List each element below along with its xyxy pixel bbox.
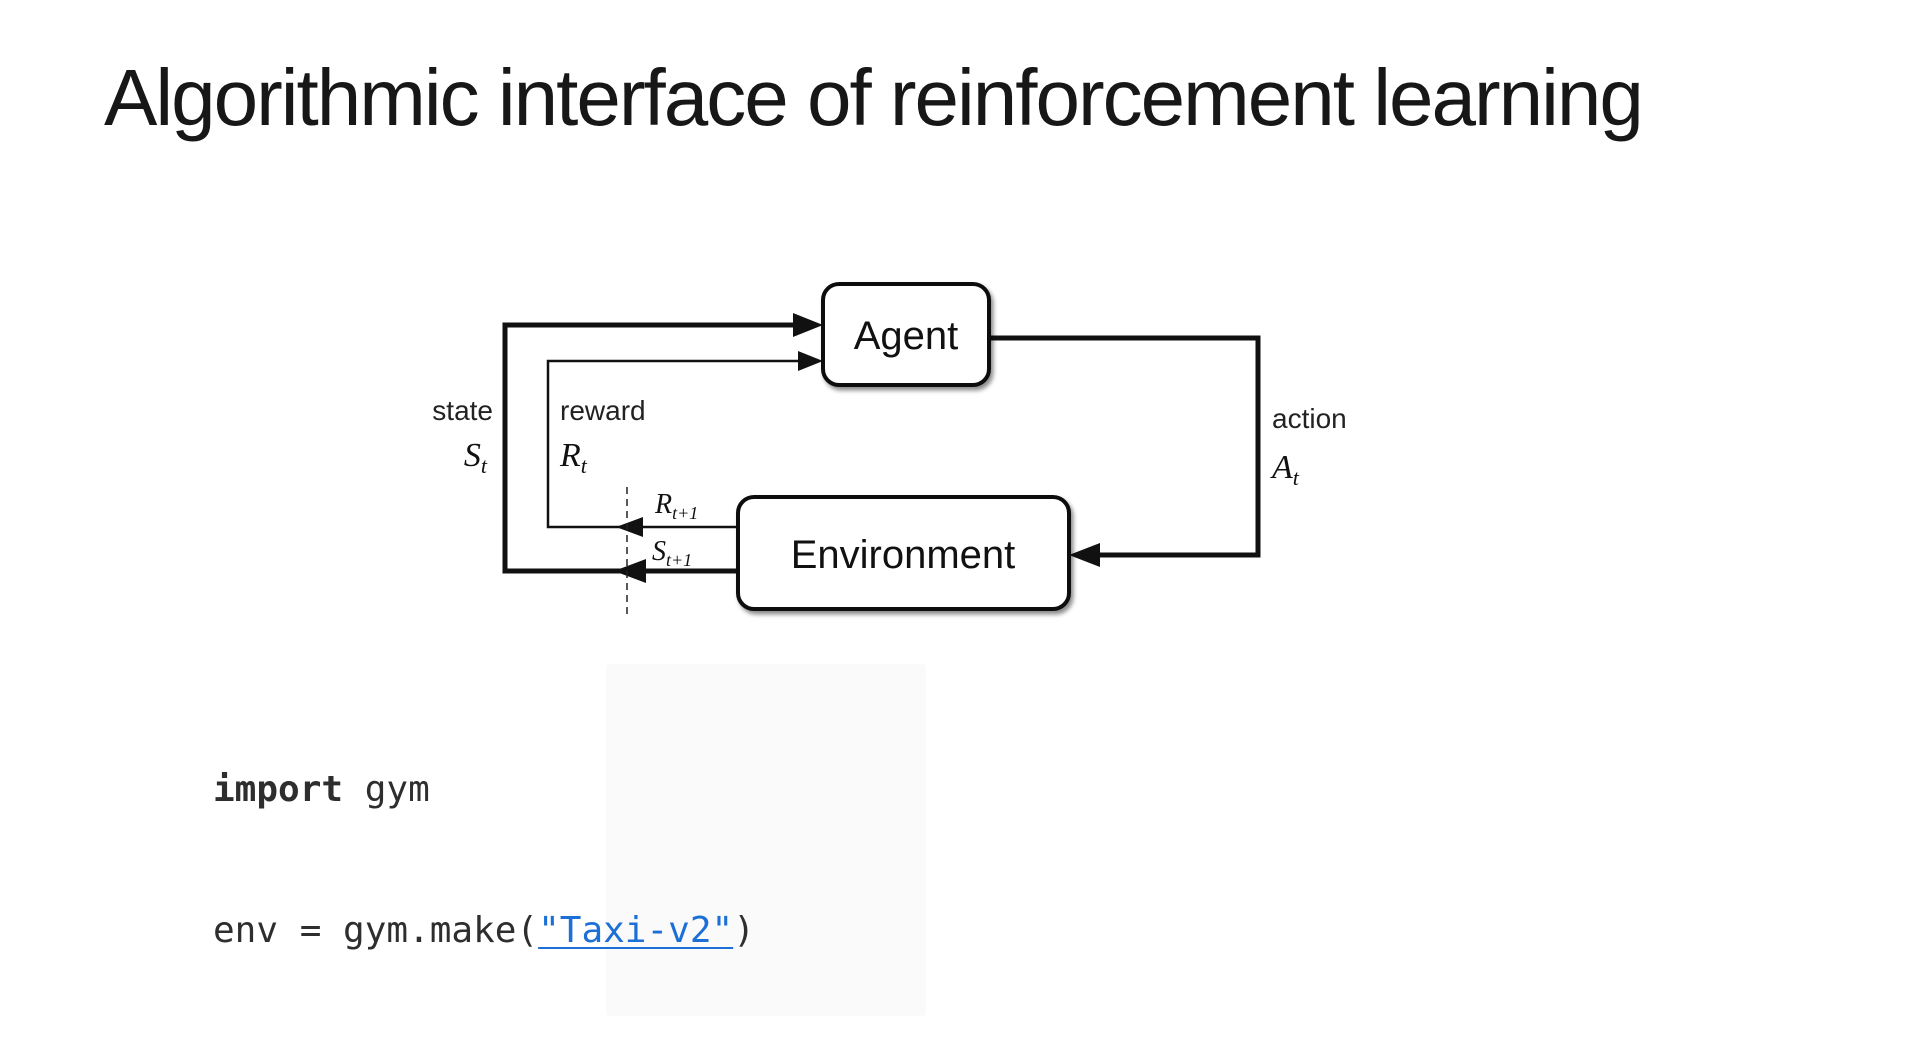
- agent-box-label: Agent: [854, 314, 959, 358]
- environment-box-label: Environment: [791, 533, 1016, 577]
- action-symbol: At: [1270, 449, 1300, 490]
- next-reward-symbol-base: R: [654, 489, 672, 520]
- environment-box: [736, 495, 1071, 611]
- reward-into-agent-arrowhead: [798, 351, 823, 371]
- code-text: ): [733, 910, 755, 951]
- state-into-agent-arrowhead: [793, 313, 823, 337]
- next-state-symbol-base: S: [652, 536, 666, 567]
- action-loop-line: [989, 335, 1261, 558]
- next-reward-arrowhead: [616, 517, 643, 537]
- code-line: import gym: [213, 766, 1383, 813]
- code-screenshot-backdrop: [606, 664, 926, 1016]
- state-symbol-subscript: t: [481, 453, 488, 478]
- taxi-v2-link[interactable]: "Taxi-v2": [538, 910, 734, 951]
- keyword-import: import: [213, 769, 344, 810]
- next-reward-symbol: Rt+1: [654, 489, 698, 523]
- reward-symbol-base: R: [559, 437, 581, 474]
- code-text: env = gym.make(: [213, 910, 539, 951]
- next-state-symbol-subscript: t+1: [666, 550, 692, 570]
- action-symbol-subscript: t: [1293, 465, 1300, 490]
- action-symbol-base: A: [1270, 449, 1293, 486]
- rl-loop-diagram: Agent Environment state St reward Rt act…: [432, 282, 1347, 616]
- code-line: env = gym.make("Taxi-v2"): [213, 907, 1383, 954]
- reward-label: reward: [560, 395, 646, 426]
- state-label: state: [432, 395, 493, 426]
- next-state-symbol: St+1: [652, 536, 692, 570]
- slide-title: Algorithmic interface of reinforcement l…: [104, 53, 1644, 142]
- action-into-environment-arrowhead: [1069, 543, 1100, 567]
- agent-box: [821, 282, 991, 387]
- code-text: gym: [343, 769, 430, 810]
- reward-symbol: Rt: [559, 437, 588, 478]
- next-reward-symbol-subscript: t+1: [672, 503, 698, 523]
- next-state-arrowhead: [614, 559, 646, 583]
- code-snippet: import gym env = gym.make("Taxi-v2") obs…: [213, 672, 1383, 1048]
- state-symbol: St: [464, 437, 488, 478]
- action-label: action: [1272, 403, 1347, 434]
- state-symbol-base: S: [464, 437, 481, 474]
- reward-symbol-subscript: t: [581, 453, 588, 478]
